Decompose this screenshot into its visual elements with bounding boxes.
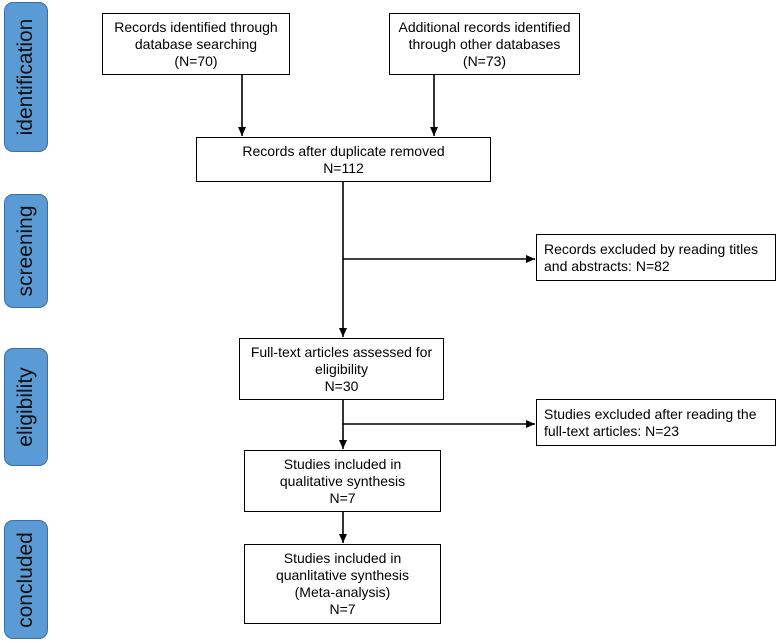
box-database-searching: Records identified through database sear… [102, 13, 290, 75]
phase-eligibility: eligibility [4, 348, 48, 466]
phase-concluded: concluded [4, 520, 48, 639]
box-after-duplicates: Records after duplicate removed N=112 [196, 137, 491, 182]
box-excluded-fulltext: Studies excluded after reading the full-… [536, 399, 776, 446]
phase-screening: screening [4, 194, 48, 308]
box-qualitative-synthesis: Studies included in qualitative synthesi… [244, 450, 441, 512]
box-fulltext-assessed: Full-text articles assessed for eligibil… [239, 338, 444, 400]
box-quantitative-synthesis: Studies included in quanlitative synthes… [244, 544, 441, 624]
box-other-databases: Additional records identified through ot… [389, 13, 580, 75]
phase-identification: identification [4, 2, 48, 152]
box-excluded-titles-abstracts: Records excluded by reading titles and a… [536, 234, 776, 281]
